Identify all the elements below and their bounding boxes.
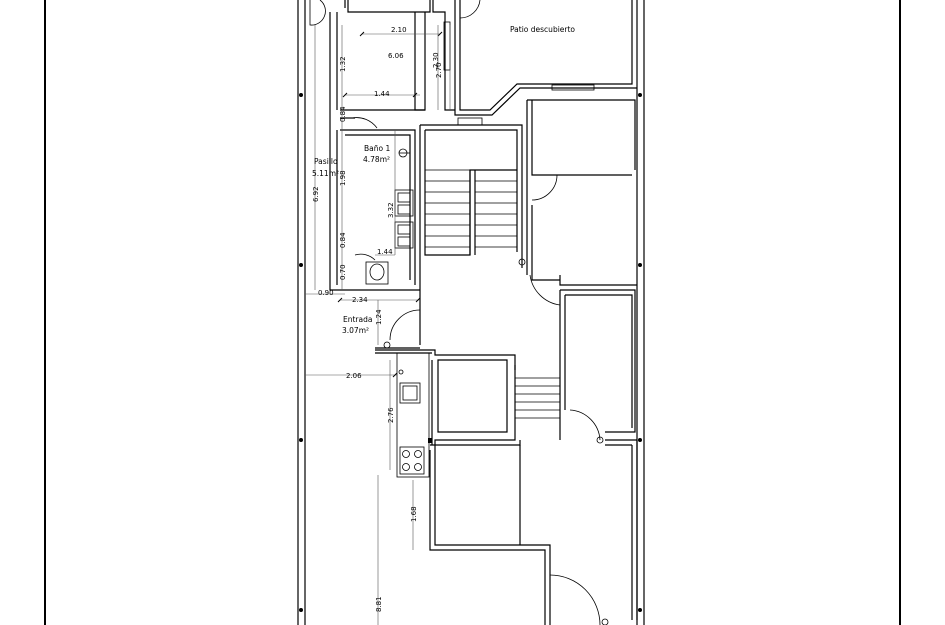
dimension-label: 2.34	[352, 296, 368, 304]
dimension-label: 1.68	[410, 506, 418, 522]
bano-area: 4.78m²	[363, 155, 390, 164]
dimension-label: 2.70	[435, 62, 443, 78]
dimension-label: 6.92	[312, 186, 320, 202]
dimension-label: 0.84	[339, 106, 347, 122]
dimension-label: 3.32	[387, 202, 395, 218]
entrada-label: Entrada	[343, 315, 372, 324]
dimension-label: 0.70	[339, 264, 347, 280]
dimension-label: 2.10	[391, 26, 407, 34]
corridor-walls	[329, 12, 425, 291]
patio-label: Patio descubierto	[510, 25, 575, 34]
entrada-area: 3.07m²	[342, 326, 369, 335]
dimension-label: 2.30	[432, 52, 440, 68]
lower-walls	[375, 309, 609, 625]
upper-walls	[309, 0, 637, 126]
dimension-label: 1.32	[339, 56, 347, 72]
dimension-label: 6.06	[388, 52, 404, 60]
dimension-label: 1.24	[375, 309, 383, 325]
dimension-label: 1.98	[339, 170, 347, 186]
stair-core	[419, 124, 526, 345]
dimension-label: 2.76	[387, 407, 395, 423]
dimension-label: 0.90	[318, 289, 334, 297]
pasillo-area: 5.11m²	[312, 169, 339, 178]
right-walls	[526, 99, 638, 620]
pasillo-label: Pasillo	[314, 157, 338, 166]
bano-label: Baño 1	[364, 144, 390, 153]
dimension-lines	[305, 25, 451, 625]
dimension-label: 8.81	[375, 596, 383, 612]
dimension-label: 1.44	[377, 248, 393, 256]
property-boundary	[297, 0, 645, 625]
dimension-label: 2.06	[346, 372, 362, 380]
sheet-frame	[44, 0, 901, 625]
dimension-label: 0.84	[339, 232, 347, 248]
dimension-label: 1.44	[374, 90, 390, 98]
